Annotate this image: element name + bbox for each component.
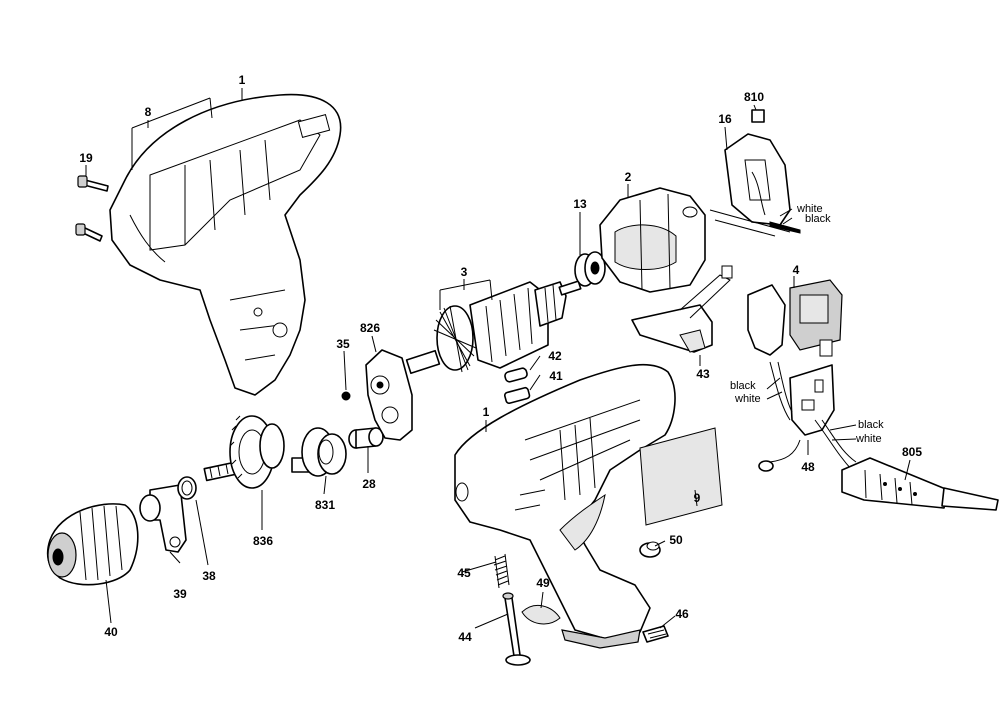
callout-48: 48	[801, 460, 815, 474]
capacitor-48	[758, 364, 835, 472]
leader-lines	[85, 88, 911, 629]
switch-wire-black-label: black	[730, 380, 756, 392]
switch-pin-44	[502, 592, 531, 666]
callout-810: 810	[744, 90, 764, 104]
housing-right-half	[454, 363, 676, 649]
bushing-28	[348, 427, 384, 449]
clip-46	[642, 625, 669, 643]
carbon-brush-810	[751, 109, 765, 123]
callout-49: 49	[536, 576, 550, 590]
callout-50: 50	[669, 533, 683, 547]
callout-9: 9	[694, 491, 701, 505]
gear-831	[291, 427, 347, 477]
callout-16: 16	[718, 112, 732, 126]
callout-39: 39	[173, 587, 187, 601]
callout-28: 28	[362, 477, 376, 491]
slides-41-42	[503, 367, 531, 405]
callout-46: 46	[675, 607, 689, 621]
brush-wire-black-label: black	[805, 213, 831, 225]
label-9	[639, 427, 723, 526]
field-2	[599, 187, 706, 293]
gear-shaft-836	[203, 415, 285, 489]
callout-2: 2	[625, 170, 632, 184]
callout-836: 836	[253, 534, 273, 548]
ball-35	[341, 391, 351, 401]
switch-wire-white-label: white	[734, 393, 761, 405]
callout-831: 831	[315, 498, 335, 512]
callout-1-right: 1	[483, 405, 490, 419]
power-cord-805	[814, 419, 999, 511]
armature-3	[405, 280, 582, 375]
callout-1-left: 1	[239, 73, 246, 87]
gear-bracket	[139, 476, 197, 553]
reversing-lever-43	[631, 265, 733, 353]
switch-wires	[769, 361, 793, 421]
switch-4	[747, 279, 843, 357]
callout-43: 43	[696, 367, 710, 381]
callout-42: 42	[548, 349, 562, 363]
callout-4: 4	[793, 263, 800, 277]
wire-color-labels: white black black white black white	[730, 203, 884, 445]
keyless-chuck	[46, 503, 139, 586]
brush-wire-white-label: white	[796, 203, 823, 215]
callout-45: 45	[457, 566, 471, 580]
callout-8: 8	[145, 105, 152, 119]
callout-3: 3	[461, 265, 468, 279]
callout-805: 805	[902, 445, 922, 459]
cord-wire-black-label: black	[858, 419, 884, 431]
brush-holder-16	[709, 109, 801, 237]
gear-housing-plate	[365, 349, 413, 441]
callout-19: 19	[79, 151, 93, 165]
callout-13: 13	[573, 197, 587, 211]
button-50	[639, 541, 661, 558]
cord-wire-white-label: white	[855, 433, 882, 445]
bearing-13	[574, 251, 606, 287]
part-number-labels: 1 8 19 1 9 2 3 13 16 810 4 43 42 41 826 …	[79, 73, 922, 644]
callout-44: 44	[458, 630, 472, 644]
spring-45	[493, 553, 510, 589]
callout-38: 38	[202, 569, 216, 583]
housing-screws	[75, 175, 109, 242]
callout-826: 826	[360, 321, 380, 335]
callout-41: 41	[549, 369, 563, 383]
housing-left-half	[109, 93, 342, 396]
callout-40: 40	[104, 625, 118, 639]
lever-49	[521, 604, 561, 625]
callout-35: 35	[336, 337, 350, 351]
